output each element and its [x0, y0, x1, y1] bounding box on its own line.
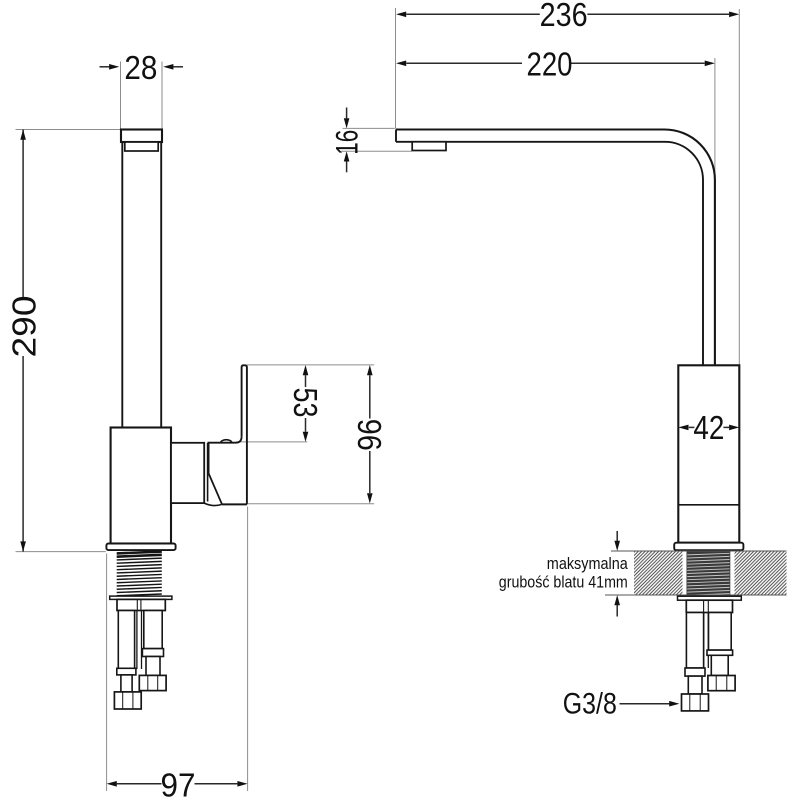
- svg-text:53: 53: [287, 388, 324, 418]
- svg-text:G3/8: G3/8: [563, 688, 617, 721]
- svg-text:236: 236: [540, 0, 588, 33]
- svg-text:220: 220: [527, 46, 573, 83]
- svg-text:28: 28: [124, 49, 157, 86]
- svg-text:42: 42: [693, 409, 724, 446]
- svg-text:96: 96: [351, 419, 388, 451]
- svg-text:97: 97: [161, 767, 196, 800]
- svg-text:16: 16: [328, 130, 364, 155]
- svg-text:290: 290: [7, 296, 44, 358]
- svg-text:maksymalna: maksymalna: [547, 554, 629, 573]
- svg-text:grubość blatu 41mm: grubość blatu 41mm: [499, 573, 628, 592]
